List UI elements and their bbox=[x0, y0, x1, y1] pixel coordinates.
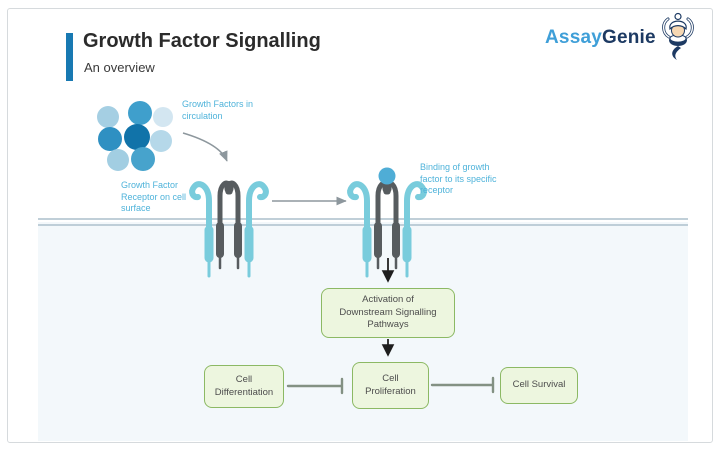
page-subtitle: An overview bbox=[84, 60, 155, 75]
brand-logo: AssayGenie bbox=[545, 27, 656, 49]
page-title: Growth Factor Signalling bbox=[83, 30, 321, 52]
node-cell-differentiation: Cell Differentiation bbox=[204, 365, 284, 408]
title-accent-bar bbox=[66, 33, 73, 81]
brand-logo-secondary: Genie bbox=[602, 27, 656, 48]
connector-proliferation-survival bbox=[430, 376, 495, 394]
brand-logo-primary: Assay bbox=[545, 27, 602, 48]
label-binding-of-growth-factor: Binding of growth factor to its specific… bbox=[420, 162, 497, 196]
receptor-unbound bbox=[189, 180, 269, 278]
node-cell-survival: Cell Survival bbox=[500, 367, 578, 404]
node-cell-proliferation: Cell Proliferation bbox=[352, 362, 429, 409]
receptor-bound bbox=[347, 167, 427, 278]
connector-differentiation-proliferation bbox=[286, 377, 344, 395]
label-growth-factors-circulation: Growth Factors in circulation bbox=[182, 99, 254, 121]
genie-mascot-icon bbox=[662, 12, 694, 60]
growth-factor-cluster bbox=[97, 101, 173, 171]
node-activation-downstream-signalling: Activation of Downstream Signalling Path… bbox=[321, 288, 455, 338]
label-receptor-on-cell-surface: Growth Factor Receptor on cell surface bbox=[121, 180, 187, 214]
circulation-arrow bbox=[182, 132, 228, 162]
bound-growth-factor bbox=[378, 167, 396, 185]
cell-membrane bbox=[38, 218, 688, 226]
